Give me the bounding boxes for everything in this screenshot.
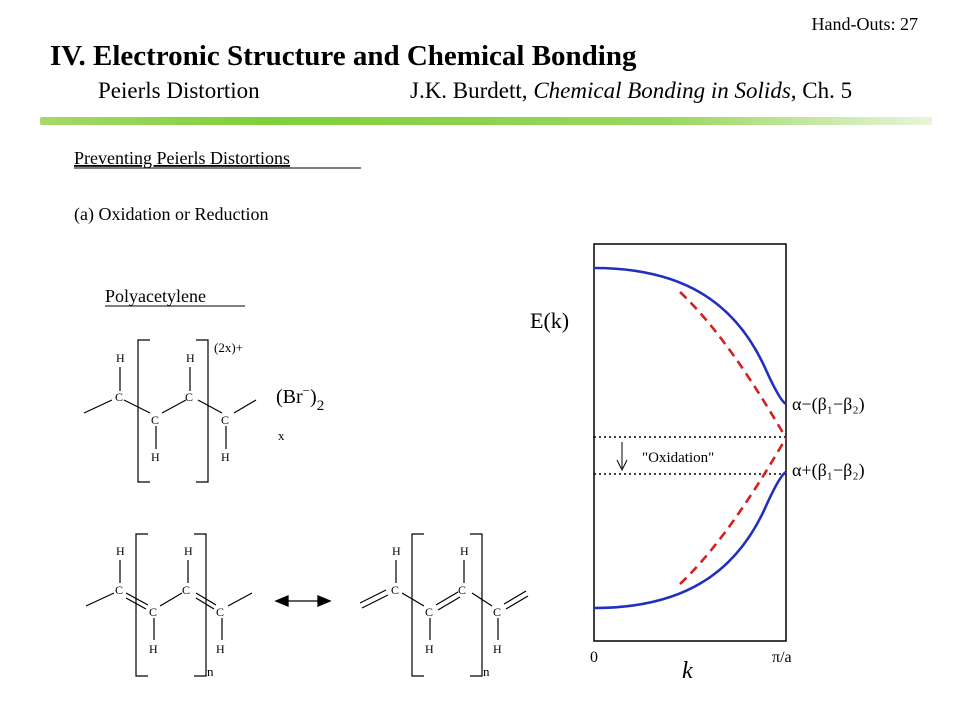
molecule-label: Polyacetylene — [105, 286, 206, 306]
atom-c: C — [151, 413, 159, 427]
title-divider — [40, 117, 932, 125]
atom-h: H — [149, 642, 158, 656]
counter-ion-count: x — [278, 428, 285, 443]
reference-citation: J.K. Burdett, Chemical Bonding in Solids… — [410, 78, 852, 104]
right-structure-atoms: H H C C C C H H — [391, 544, 502, 656]
oxidation-annotation: "Oxidation" — [642, 450, 714, 466]
atom-c: C — [185, 390, 193, 404]
topic-subtitle: Peierls Distortion — [98, 78, 260, 103]
atom-h: H — [116, 544, 125, 558]
undistorted-lower-dashed — [679, 437, 788, 585]
oxidation-arrow-head — [616, 459, 628, 472]
reference-book: Chemical Bonding in Solids — [533, 78, 791, 103]
repeat-unit-n: n — [207, 664, 214, 679]
x-tick-zero: 0 — [590, 649, 598, 666]
page-title: IV. Electronic Structure and Chemical Bo… — [50, 40, 637, 72]
atom-h: H — [116, 351, 125, 365]
undistorted-upper-dashed — [679, 291, 788, 439]
x-tick-pi-over-a: π/a — [772, 649, 792, 666]
lower-band-curve — [593, 470, 787, 610]
counter-ion-open: (Br — [276, 386, 303, 408]
band-structure-plot: "Oxidation" E(k) k 0 π/a α−(β₁−β₂) α+(β₁… — [530, 243, 865, 684]
counter-ion-subscript: 2 — [317, 398, 325, 414]
charge-label: (2x)+ — [214, 340, 243, 355]
repeat-unit-n: n — [483, 664, 490, 679]
left-structure-atoms: H H C C C C H H — [115, 544, 225, 656]
oxidized-atoms: H H C C C C H H — [115, 351, 230, 464]
atom-c: C — [115, 390, 123, 404]
section-title: Preventing Peierls Distortions — [74, 148, 290, 168]
atom-c: C — [493, 605, 501, 619]
atom-h: H — [151, 450, 160, 464]
y-axis-label: E(k) — [530, 308, 569, 333]
x-axis-label: k — [682, 658, 693, 684]
atom-h: H — [186, 351, 195, 365]
counter-ion: (Br−)2 — [276, 383, 324, 414]
atom-h: H — [216, 642, 225, 656]
resonance-structure-right — [359, 533, 529, 677]
plot-frame — [593, 243, 787, 642]
atom-h: H — [392, 544, 401, 558]
reference-chapter: , Ch. 5 — [790, 78, 853, 103]
reference-author: J.K. Burdett, — [410, 78, 528, 103]
resonance-arrow — [274, 595, 332, 607]
atom-c: C — [458, 583, 466, 597]
resonance-structure-left — [85, 533, 253, 677]
atom-h: H — [493, 642, 502, 656]
upper-band-curve — [593, 266, 787, 406]
atom-c: C — [149, 605, 157, 619]
atom-h: H — [425, 642, 434, 656]
counter-ion-charge: − — [303, 383, 310, 398]
oxidized-polyacetylene-structure — [83, 339, 257, 483]
item-oxidation-reduction: (a) Oxidation or Reduction — [74, 204, 268, 225]
handout-number: Hand-Outs: 27 — [811, 14, 919, 34]
lower-level-label: α+(β₁−β₂) — [792, 460, 865, 481]
atom-c: C — [425, 605, 433, 619]
atom-c: C — [182, 583, 190, 597]
counter-ion-close: ) — [310, 386, 317, 408]
atom-c: C — [216, 605, 224, 619]
atom-h: H — [221, 450, 230, 464]
atom-h: H — [184, 544, 193, 558]
upper-level-label: α−(β₁−β₂) — [792, 394, 865, 415]
atom-c: C — [115, 583, 123, 597]
atom-c: C — [391, 583, 399, 597]
atom-c: C — [221, 413, 229, 427]
atom-h: H — [460, 544, 469, 558]
